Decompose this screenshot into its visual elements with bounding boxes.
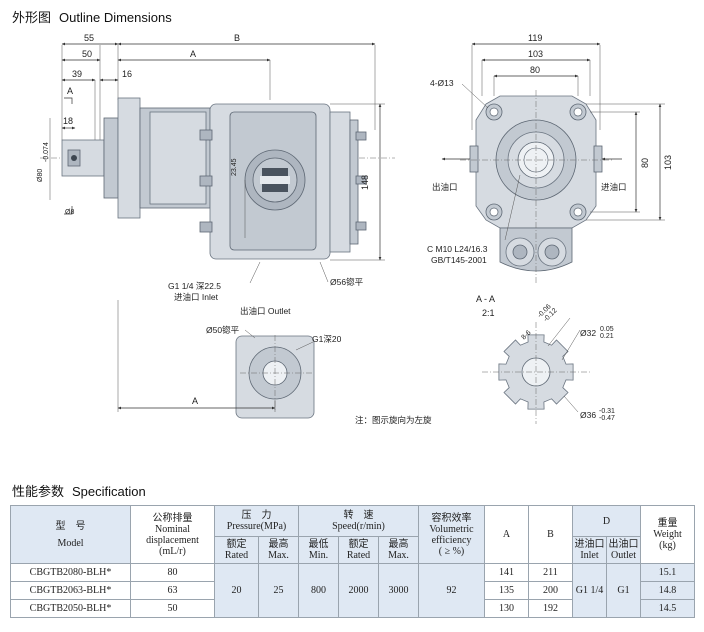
dim-119: 119 bbox=[528, 33, 542, 43]
dim-148: 148 bbox=[360, 175, 370, 190]
dim-103-top: 103 bbox=[528, 49, 543, 59]
dim-18: 18 bbox=[63, 116, 73, 126]
cell-model: CBGTB2063-BLH* bbox=[10, 581, 131, 600]
cell-b: 211 bbox=[528, 563, 573, 582]
front-view: 119 103 80 bbox=[427, 33, 673, 285]
note-rotation: 注：图示旋向为左旋 bbox=[355, 415, 432, 425]
dim-b: B bbox=[234, 33, 240, 43]
hdr-a: A bbox=[484, 505, 529, 564]
cell-disp: 63 bbox=[130, 581, 215, 600]
hdr-b: B bbox=[528, 505, 573, 564]
table-row: CBGTB2080-BLH* 80 20 25 800 2000 3000 92… bbox=[10, 563, 696, 618]
outlet-port-view: Ø50锪平 G1深20 A bbox=[117, 300, 342, 419]
outline-drawing: 55 B 50 A 39 16 18 A Ø80 -0.074 Ø8 bbox=[37, 33, 673, 425]
hdr-d: D bbox=[571, 505, 642, 537]
label-outlet: 出油口 Outlet bbox=[240, 306, 291, 316]
dim-dia8: Ø8 bbox=[65, 209, 74, 216]
section-mark-a: A bbox=[67, 86, 73, 96]
table-row: CBGTB2063-BLH* 63 135 200 14.8 bbox=[10, 581, 696, 600]
cell-a: 130 bbox=[484, 599, 529, 618]
cell-speed-rated: 2000 bbox=[338, 563, 379, 618]
dim-39: 39 bbox=[72, 69, 82, 79]
label-inlet: 进油口 Inlet bbox=[174, 292, 219, 302]
outline-title: 外形图 Outline Dimensions bbox=[12, 7, 172, 26]
label-holes: 4-Ø13 bbox=[430, 78, 454, 88]
dim-16: 16 bbox=[122, 69, 132, 79]
cell-a: 135 bbox=[484, 581, 529, 600]
label-g1-depth: G1深20 bbox=[312, 334, 342, 344]
dim-55: 55 bbox=[84, 33, 94, 43]
dim-80-top: 80 bbox=[530, 65, 540, 75]
cell-a: 141 bbox=[484, 563, 529, 582]
label-section: A - A bbox=[476, 294, 495, 304]
dim-103-right: 103 bbox=[663, 155, 673, 170]
dim-80-right: 80 bbox=[640, 158, 650, 168]
outline-title-cn: 外形图 bbox=[12, 10, 52, 25]
dim-dia80: Ø80 bbox=[37, 169, 44, 182]
cell-weight: 14.8 bbox=[640, 581, 696, 600]
cell-weight: 15.1 bbox=[640, 563, 696, 582]
cell-b: 192 bbox=[528, 599, 573, 618]
section-a-a: A - A 2:1 8-6 -0.06 -0.12 Ø32 0.05 0.21 … bbox=[476, 294, 615, 424]
side-view: 55 B 50 A 39 16 18 A Ø80 -0.074 Ø8 bbox=[37, 33, 395, 316]
cell-b: 200 bbox=[528, 581, 573, 600]
cell-speed-max: 3000 bbox=[378, 563, 419, 618]
label-dia50: Ø50锪平 bbox=[206, 325, 240, 335]
spec-title: 性能参数 Specification bbox=[12, 481, 146, 500]
label-scale: 2:1 bbox=[482, 308, 495, 318]
label-inlet-thread: G1 1/4 深22.5 bbox=[168, 281, 221, 291]
cell-vol-eff: 92 bbox=[418, 563, 485, 618]
cell-pressure-max: 25 bbox=[258, 563, 299, 618]
dim-a-bottom: A bbox=[192, 396, 198, 406]
cell-outlet: G1 bbox=[605, 563, 642, 618]
label-dia32: Ø32 bbox=[580, 328, 596, 338]
cell-pressure-rated: 20 bbox=[214, 563, 259, 618]
cell-disp: 80 bbox=[130, 563, 215, 582]
label-dia36: Ø36 bbox=[580, 410, 596, 420]
label-dia32-tol-a: 0.05 bbox=[600, 326, 614, 333]
spec-title-cn: 性能参数 bbox=[12, 484, 65, 499]
cell-disp: 50 bbox=[130, 599, 215, 618]
label-spline-std: GB/T145-2001 bbox=[431, 255, 487, 265]
cell-speed-min: 800 bbox=[298, 563, 339, 618]
label-inlet-cn: 进油口 bbox=[601, 182, 627, 192]
label-dia56: Ø56锪平 bbox=[330, 277, 364, 287]
label-dia36-tol-a: -0.31 bbox=[599, 408, 615, 415]
label-outlet-cn: 出油口 bbox=[432, 182, 458, 192]
label-spline-spec: C M10 L24/16.3 bbox=[427, 244, 488, 254]
dim-dia80-tol: -0.074 bbox=[43, 142, 50, 162]
cell-model: CBGTB2050-BLH* bbox=[10, 599, 131, 618]
label-dia32-tol-b: 0.21 bbox=[600, 333, 614, 340]
dim-23-45: 23.45 bbox=[231, 158, 238, 176]
cell-inlet: G1 1/4 bbox=[572, 563, 607, 618]
dim-50: 50 bbox=[82, 49, 92, 59]
outline-title-en: Outline Dimensions bbox=[59, 10, 172, 25]
dim-a-top: A bbox=[190, 49, 196, 59]
table-row: CBGTB2050-BLH* 50 130 192 14.5 bbox=[10, 599, 696, 618]
cell-model: CBGTB2080-BLH* bbox=[10, 563, 131, 582]
label-dia36-tol-b: -0.47 bbox=[599, 415, 615, 422]
cell-weight: 14.5 bbox=[640, 599, 696, 618]
spec-title-en: Specification bbox=[72, 484, 146, 499]
